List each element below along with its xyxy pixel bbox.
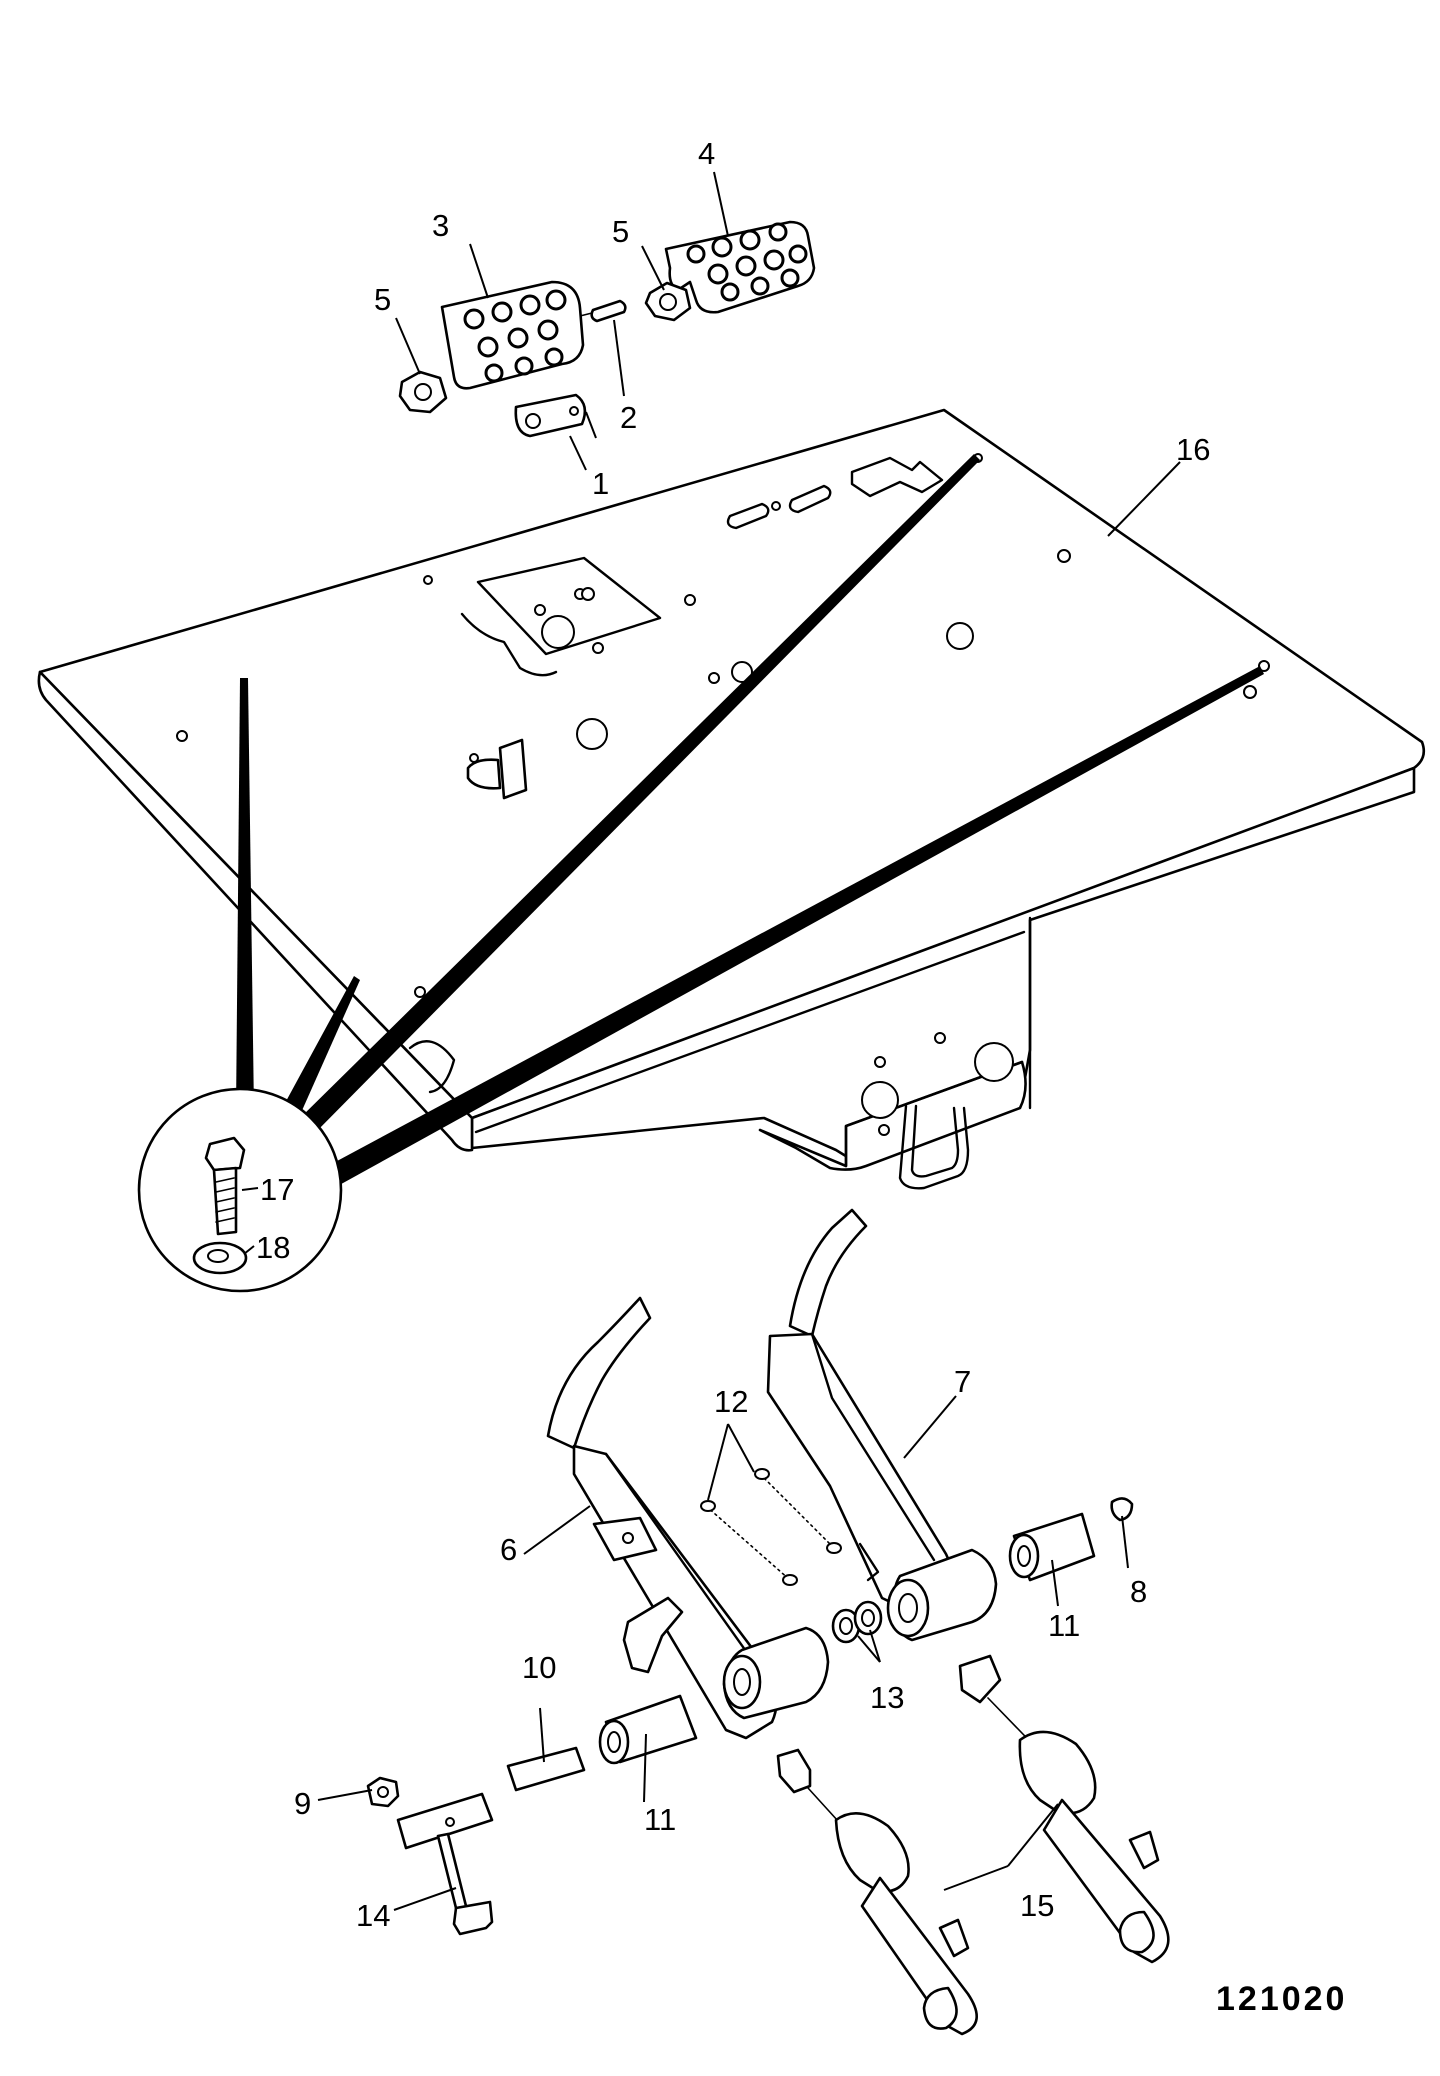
callout-1: 1 <box>592 466 609 501</box>
callout-12: 12 <box>714 1384 748 1419</box>
clevis-plate-part-1 <box>514 393 587 438</box>
washer-part-18 <box>192 1241 248 1275</box>
callout-11-right: 11 <box>1048 1608 1080 1643</box>
springs-part-12 <box>700 1468 842 1586</box>
washers-part-13 <box>831 1600 883 1644</box>
nut-part-5 <box>398 370 448 414</box>
callout-13: 13 <box>870 1680 904 1715</box>
nut-part-5-b <box>644 281 692 322</box>
callout-10: 10 <box>522 1650 556 1685</box>
clip-part-8 <box>1110 1497 1134 1522</box>
callout-8: 8 <box>1130 1574 1147 1609</box>
callout-5-right: 5 <box>612 214 629 249</box>
callout-5-left: 5 <box>374 282 391 317</box>
callout-11-left: 11 <box>644 1802 676 1837</box>
bolt-leader-fan <box>236 454 1264 1188</box>
pedal-arm-part-7 <box>766 1208 998 1642</box>
nut-part-9 <box>366 1776 400 1808</box>
master-cylinder-part-15-right <box>958 1654 1170 1964</box>
callout-18: 18 <box>256 1230 290 1265</box>
callout-6: 6 <box>500 1532 517 1567</box>
leader-lines <box>241 171 1181 1911</box>
callout-4: 4 <box>698 136 715 171</box>
floor-plate-part-16 <box>37 408 1426 1190</box>
callout-labels: 1 2 3 4 5 5 16 17 18 6 7 8 9 10 11 11 12… <box>256 136 1347 2018</box>
bush-part-11-right <box>1008 1512 1096 1582</box>
master-cylinder-part-15-left <box>776 1748 978 2036</box>
drawing-number: 121020 <box>1216 1980 1347 2018</box>
callout-9: 9 <box>294 1786 311 1821</box>
callout-3: 3 <box>432 208 449 243</box>
callout-17: 17 <box>260 1172 294 1207</box>
pedal-pad-part-4 <box>664 220 816 314</box>
bolt-part-17 <box>204 1136 246 1236</box>
callout-7: 7 <box>954 1364 971 1399</box>
callout-15: 15 <box>1020 1888 1054 1923</box>
pedal-pad-part-3 <box>440 280 585 390</box>
callout-14: 14 <box>356 1898 390 1933</box>
bolt-detail-circle <box>137 1087 343 1293</box>
callout-16: 16 <box>1176 432 1210 467</box>
pedal-arm-part-6 <box>546 1296 830 1740</box>
pin-part-10 <box>506 1746 586 1792</box>
shaft-pin-part-14-rod <box>396 1792 494 1936</box>
callout-2: 2 <box>620 400 637 435</box>
bush-part-11-left <box>598 1694 698 1765</box>
